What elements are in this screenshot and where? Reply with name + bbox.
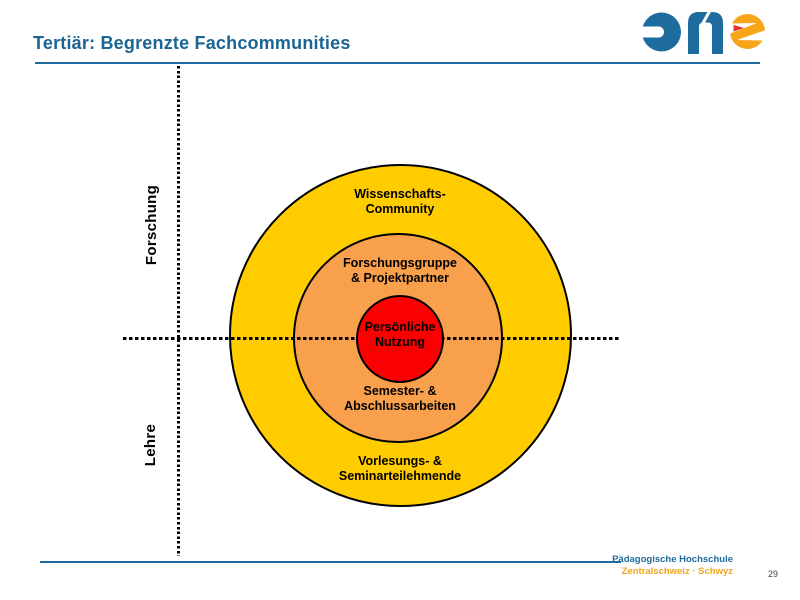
header-divider bbox=[35, 62, 760, 64]
middle-ring-top-label: Forschungsgruppe & Projektpartner bbox=[343, 256, 457, 285]
footer-institution: Pädagogische Hochschule Zentralschweiz ·… bbox=[493, 554, 733, 578]
outer-ring-bottom-label: Vorlesungs- & Seminarteilehmende bbox=[338, 454, 462, 483]
axis-label-forschung: Forschung bbox=[142, 184, 160, 266]
axis-label-lehre: Lehre bbox=[141, 423, 159, 467]
outer-ring-top-label: Wissenschafts- Community bbox=[354, 187, 446, 216]
inner-circle bbox=[356, 295, 444, 383]
page-number: 29 bbox=[767, 569, 778, 579]
phz-logo-icon bbox=[642, 11, 765, 54]
vertical-axis-dotted-line bbox=[177, 66, 180, 556]
footer-divider bbox=[40, 561, 621, 563]
inner-circle-label: Persönliche Nutzung bbox=[364, 320, 436, 349]
phz-logo-z bbox=[729, 14, 765, 49]
phz-logo-h bbox=[688, 11, 723, 54]
middle-ring-bottom-label: Semester- & Abschlussarbeiten bbox=[344, 384, 456, 413]
footer-institution-region: Zentralschweiz · Schwyz bbox=[621, 566, 733, 577]
phz-logo-p bbox=[642, 12, 681, 52]
slide-title: Tertiär: Begrenzte Fachcommunities bbox=[33, 33, 351, 53]
footer-institution-name: Pädagogische Hochschule bbox=[612, 554, 733, 565]
